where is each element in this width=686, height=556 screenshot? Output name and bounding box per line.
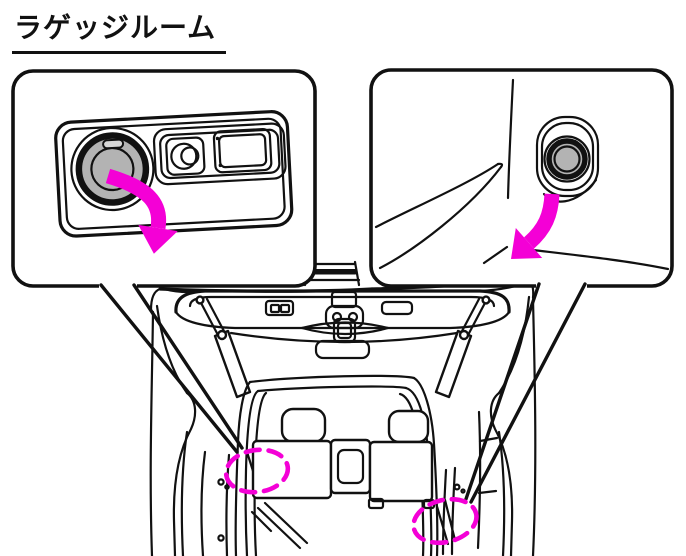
curved-arrow-icon-left xyxy=(105,168,178,254)
callout-box-right xyxy=(369,68,674,288)
curved-arrow-icon-right xyxy=(511,193,560,259)
callout-left-content xyxy=(54,110,294,254)
tailgate xyxy=(162,282,526,360)
leader-lines-right xyxy=(464,282,587,504)
right-strut xyxy=(434,295,491,399)
stop-lamp-icon xyxy=(303,260,361,287)
power-outlet-cap-icon-right xyxy=(535,115,600,198)
left-strut xyxy=(195,295,252,399)
accessory-button-icon xyxy=(165,136,206,176)
latch-icon xyxy=(324,290,365,330)
rear-seats xyxy=(251,407,436,510)
callout-right-content xyxy=(374,78,670,271)
switch-panel xyxy=(152,122,287,186)
location-marker-left xyxy=(223,447,291,495)
location-marker-right xyxy=(411,496,479,546)
page-title: ラゲッジルーム xyxy=(12,6,227,54)
leader-lines-left xyxy=(99,283,244,454)
switch-icon xyxy=(212,128,273,174)
